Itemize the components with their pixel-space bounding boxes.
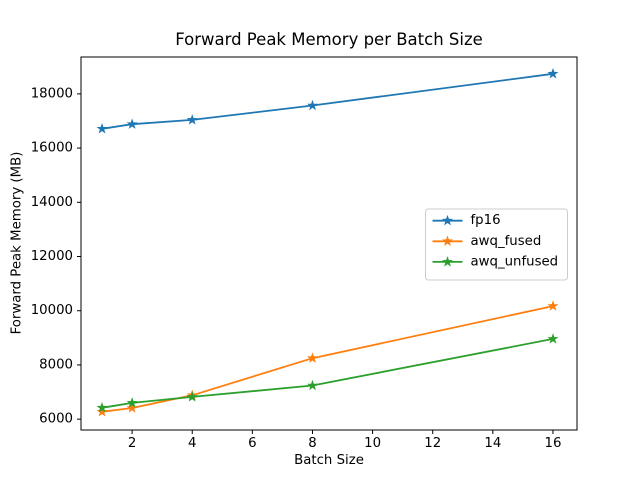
legend-marker-fp16 xyxy=(442,214,453,226)
series-line-awq_unfused xyxy=(101,337,554,409)
legend-marker-awq_fused xyxy=(442,235,453,246)
series-marker-awq_fused xyxy=(547,300,559,311)
x-tick-label: 12 xyxy=(424,436,441,451)
series-marker-awq_fused xyxy=(126,402,138,413)
series-marker-awq_fused xyxy=(307,352,318,363)
y-tick-label: 16000 xyxy=(31,141,73,156)
series-marker-awq_unfused xyxy=(186,391,198,402)
x-tick-label: 2 xyxy=(128,436,136,451)
legend-label-awq_fused: awq_fused xyxy=(471,234,542,249)
series-line-awq_fused xyxy=(101,305,554,413)
series-marker-awq_unfused xyxy=(307,379,318,391)
series-marker-awq_unfused xyxy=(96,402,108,413)
x-tick-label: 16 xyxy=(544,436,561,451)
series-marker-awq_unfused xyxy=(547,333,559,344)
chart-title: Forward Peak Memory per Batch Size xyxy=(175,30,483,49)
y-tick-label: 10000 xyxy=(31,303,73,318)
series-marker-fp16 xyxy=(126,118,138,129)
series-marker-fp16 xyxy=(547,68,559,79)
series-marker-fp16 xyxy=(186,114,198,125)
series-marker-awq_unfused xyxy=(126,397,138,408)
x-tick-label: 8 xyxy=(308,436,316,451)
y-tick-label: 12000 xyxy=(31,249,73,264)
x-tick-label: 6 xyxy=(248,436,256,451)
y-tick-label: 14000 xyxy=(31,195,73,210)
series-line-fp16 xyxy=(101,72,554,130)
y-tick-label: 6000 xyxy=(39,412,73,427)
series-marker-awq_fused xyxy=(96,406,108,417)
y-tick-label: 18000 xyxy=(31,86,73,101)
x-tick-label: 4 xyxy=(188,436,196,451)
x-tick-label: 10 xyxy=(364,436,381,451)
legend-label-fp16: fp16 xyxy=(471,213,501,228)
x-tick-label: 14 xyxy=(484,436,501,451)
series-marker-fp16 xyxy=(96,123,108,134)
legend-label-awq_unfused: awq_unfused xyxy=(471,254,559,269)
y-tick-label: 8000 xyxy=(39,357,73,372)
x-axis-label: Batch Size xyxy=(294,453,364,468)
plot-border xyxy=(80,56,578,431)
series-marker-fp16 xyxy=(307,99,318,111)
legend-marker-awq_unfused xyxy=(442,256,453,267)
